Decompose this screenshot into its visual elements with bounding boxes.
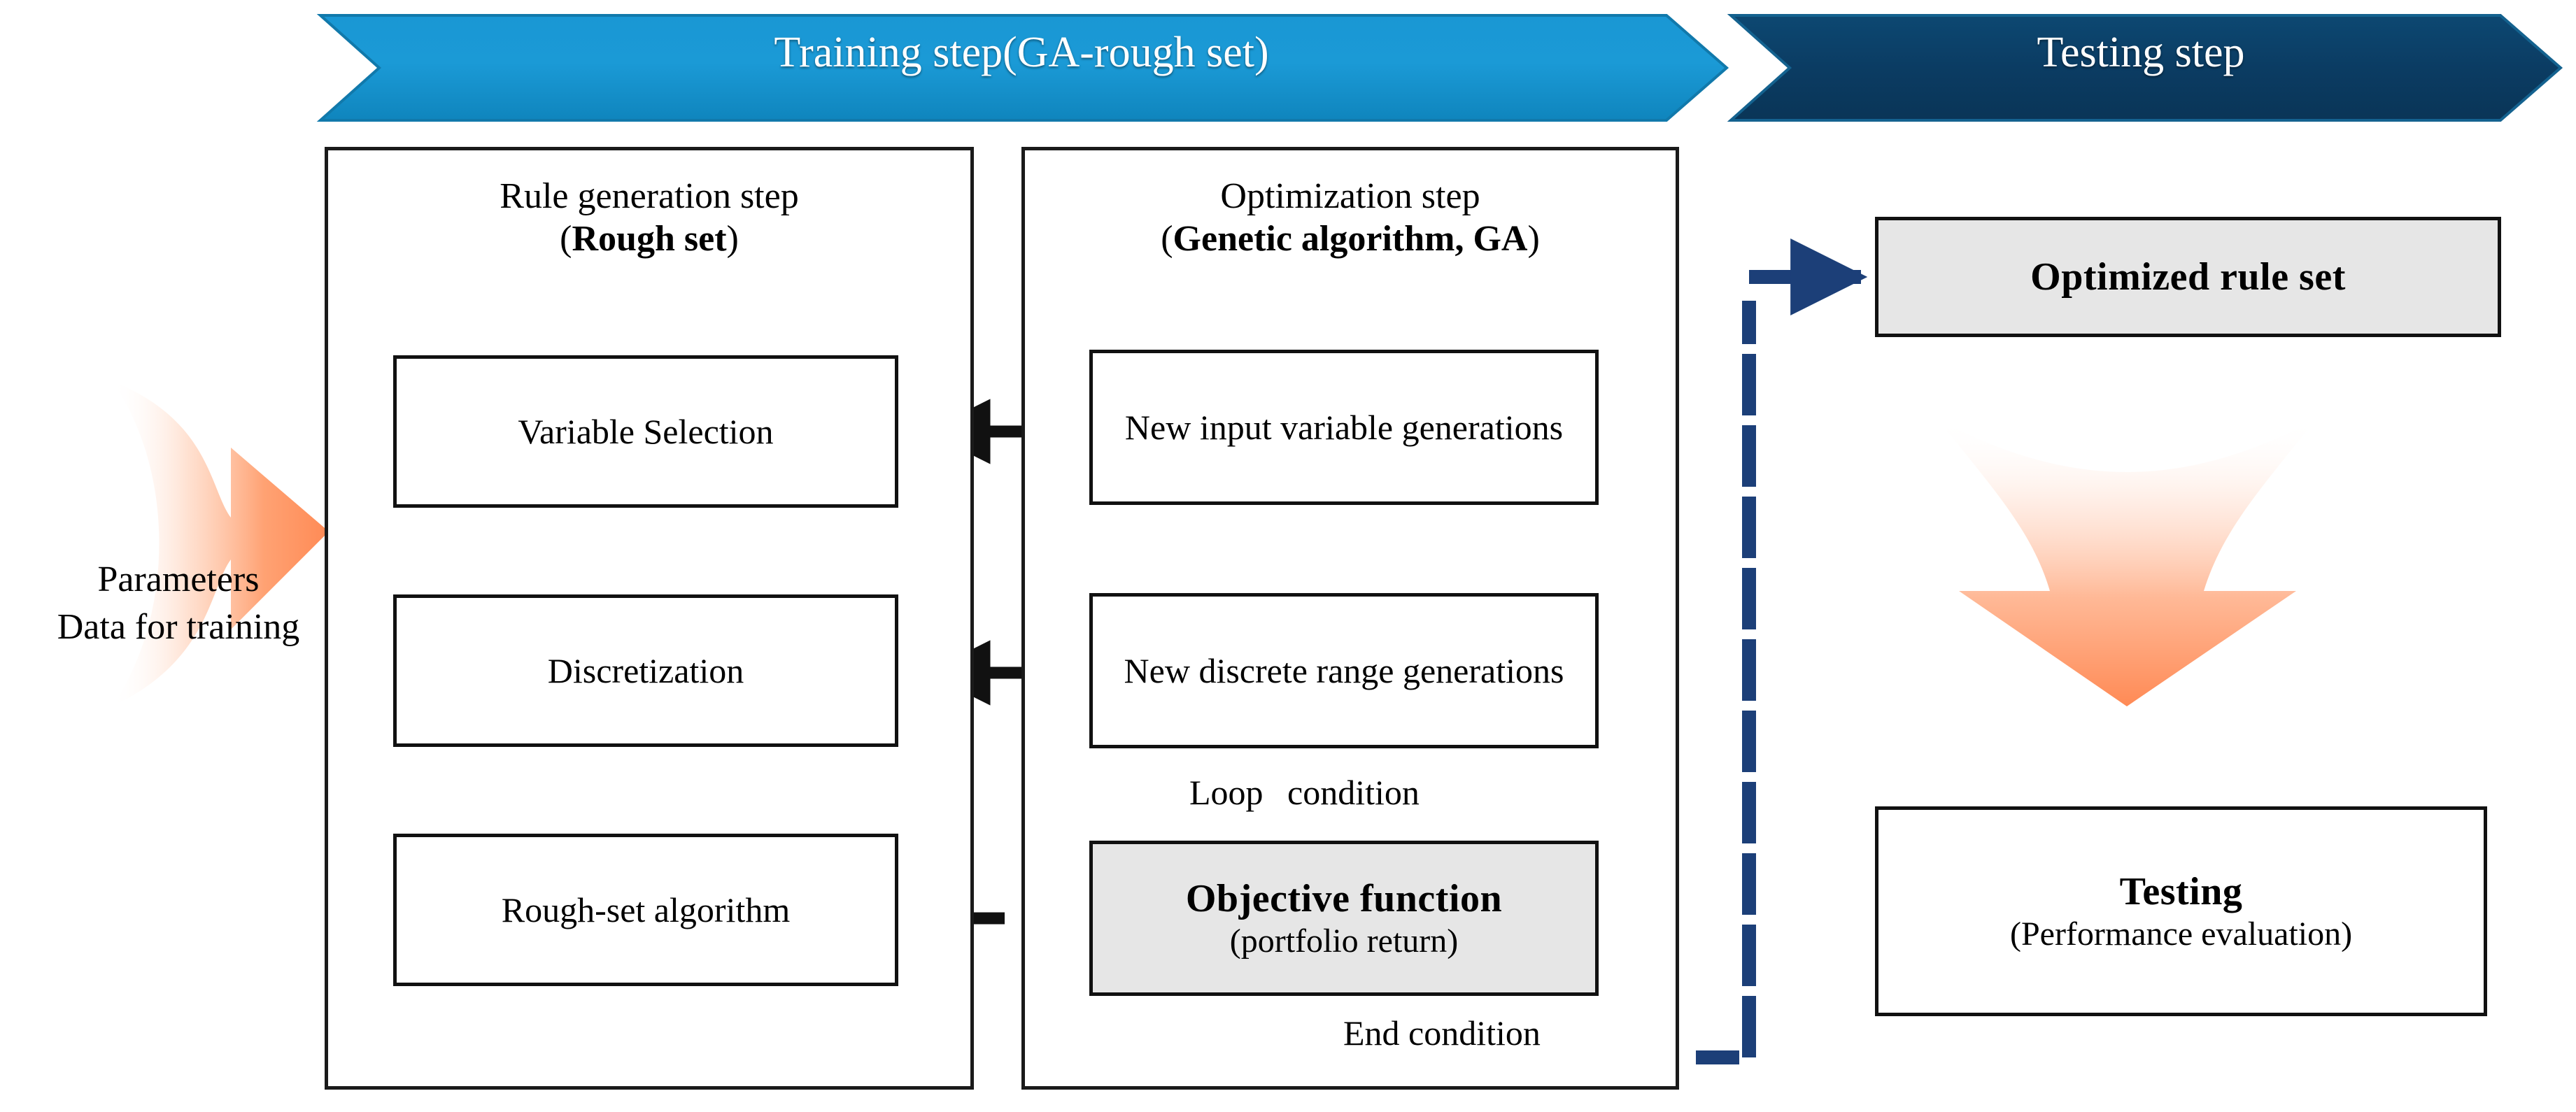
banner-testing-label: Testing step: [2037, 29, 2245, 76]
end-condition-label: End condition: [1343, 1013, 1541, 1053]
box-new-input-variable-generations[interactable]: New input variable generations: [1089, 350, 1599, 505]
testing-subtitle: (Performance evaluation): [2009, 915, 2353, 953]
objective-function-title: Objective function: [1185, 876, 1503, 920]
opt-title-bold: Genetic algorithm, GA: [1173, 219, 1528, 259]
panel-rule-generation-title: Rule generation step (Rough set): [328, 175, 970, 261]
testing-title: Testing: [2119, 869, 2243, 913]
box-testing[interactable]: Testing (Performance evaluation): [1875, 806, 2487, 1016]
rule-title-paren-close: ): [726, 219, 739, 259]
opt-title-paren-close: ): [1527, 219, 1540, 259]
rule-title-paren-open: (: [560, 219, 572, 259]
rule-title-bold: Rough set: [572, 219, 727, 259]
box-objective-function[interactable]: Objective function (portfolio return): [1089, 841, 1599, 996]
opt-title-paren-open: (: [1161, 219, 1173, 259]
rule-title-line2: (Rough set): [328, 218, 970, 260]
flow-down-arrow-shape: [1938, 420, 2316, 706]
optimized-rule-set-label: Optimized rule set: [2030, 255, 2346, 299]
box-optimized-rule-set[interactable]: Optimized rule set: [1875, 217, 2501, 337]
input-parameters-label: Parameters Data for training: [14, 556, 343, 650]
input-line-data-for-training: Data for training: [57, 606, 300, 647]
input-line-parameters: Parameters: [97, 559, 260, 599]
box-new-discrete-range-generations[interactable]: New discrete range generations: [1089, 593, 1599, 748]
rule-title-line1: Rule generation step: [500, 176, 799, 216]
banner-training-label: Training step(GA-rough set): [774, 29, 1269, 76]
loop-condition-label-right: condition: [1287, 773, 1420, 812]
input-arrow-shape: [112, 381, 329, 706]
box-rough-set-algorithm[interactable]: Rough-set algorithm: [393, 834, 898, 986]
loop-condition-label-left: Loop: [1189, 773, 1264, 812]
box-variable-selection[interactable]: Variable Selection: [393, 355, 898, 508]
opt-title-line2: (Genetic algorithm, GA): [1025, 218, 1676, 260]
panel-optimization-title: Optimization step (Genetic algorithm, GA…: [1025, 175, 1676, 261]
objective-function-subtitle: (portfolio return): [1229, 922, 1459, 960]
opt-title-line1: Optimization step: [1220, 176, 1480, 216]
box-discretization[interactable]: Discretization: [393, 594, 898, 747]
